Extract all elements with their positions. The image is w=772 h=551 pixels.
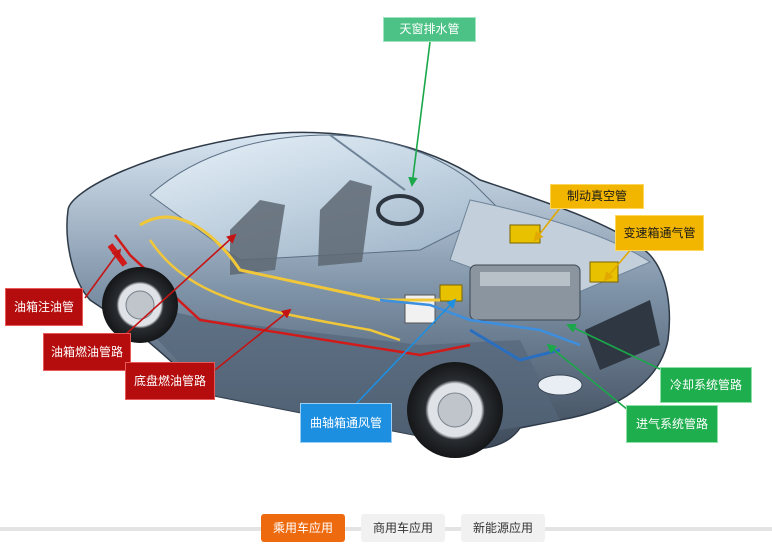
leader-crankcase — [354, 298, 457, 406]
label-transmission-vent[interactable]: 变速箱通气管 — [615, 215, 704, 251]
car-body — [66, 131, 671, 450]
leader-transmission-vent — [603, 247, 633, 282]
leader-intake — [546, 343, 629, 411]
label-underbody-fuel-line[interactable]: 底盘燃油管路 — [125, 362, 215, 400]
leader-brake-vacuum — [533, 207, 561, 242]
label-crankcase-vent[interactable]: 曲轴箱通风管 — [300, 403, 392, 443]
tab-commercial-vehicle[interactable]: 商用车应用 — [361, 514, 445, 542]
front-wheel — [407, 362, 503, 458]
tab-passenger-car[interactable]: 乘用车应用 — [261, 514, 345, 542]
application-tab-bar: 乘用车应用 商用车应用 新能源应用 — [0, 510, 772, 551]
label-fuel-filler[interactable]: 油箱注油管 — [5, 288, 83, 326]
label-intake-line[interactable]: 进气系统管路 — [626, 405, 718, 443]
label-cooling-line[interactable]: 冷却系统管路 — [660, 367, 752, 403]
tab-new-energy[interactable]: 新能源应用 — [461, 514, 545, 542]
rear-wheel — [102, 267, 178, 343]
leader-sunroof — [408, 41, 431, 187]
leader-cooling — [566, 323, 663, 371]
label-tank-fuel-line[interactable]: 油箱燃油管路 — [43, 333, 131, 371]
leader-underbody-fuel — [214, 308, 292, 371]
leader-tank-fuel — [124, 233, 237, 336]
leader-fuel-filler — [84, 248, 122, 299]
label-sunroof-drain[interactable]: 天窗排水管 — [383, 17, 476, 42]
label-brake-vacuum[interactable]: 制动真空管 — [550, 184, 644, 209]
